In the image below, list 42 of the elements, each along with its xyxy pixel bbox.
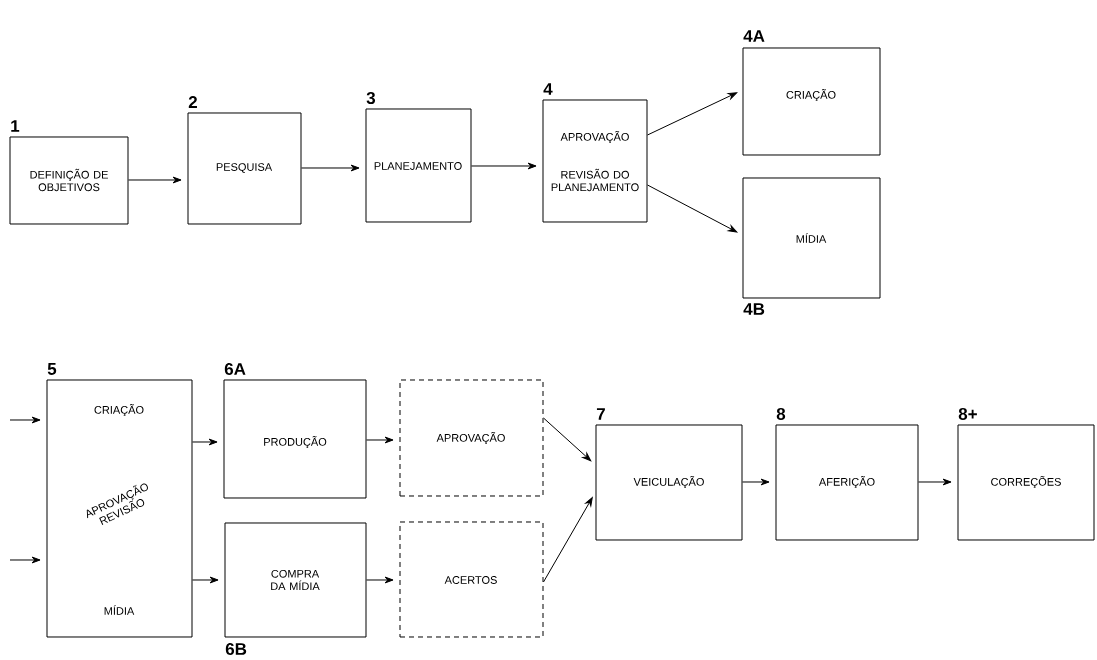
arrow (192, 438, 218, 446)
arrow (471, 162, 537, 170)
arrow (647, 184, 738, 233)
arrow (9, 556, 41, 564)
process-box: PRODUÇÃO (223, 379, 367, 499)
process-box: DEFINIÇÃO DE OBJETIVOS (9, 136, 129, 225)
step-number: 7 (596, 408, 605, 420)
arrow (543, 497, 593, 583)
node-label: CRIAÇÃO (94, 404, 144, 416)
arrow (366, 436, 394, 444)
step-number: 5 (47, 363, 57, 375)
step-number: 1 (11, 120, 20, 132)
arrow (301, 164, 360, 172)
process-box: ACERTOS (399, 521, 544, 638)
process-box: CRIAÇÃO (742, 47, 881, 156)
arrow (918, 478, 952, 486)
step-number: 4 (543, 83, 553, 95)
arrow (128, 176, 182, 184)
step-number: 2 (188, 96, 197, 108)
process-box: COMPRA DA MÍDIA (224, 522, 367, 638)
process-box: APROVAÇÃO (399, 379, 544, 497)
process-box: MÍDIA (742, 177, 881, 299)
arrow (9, 416, 41, 424)
arrow (647, 92, 738, 136)
step-number: 8 (776, 407, 786, 420)
arrow (742, 478, 770, 486)
process-box: PLANEJAMENTO (365, 108, 472, 223)
process-box: APROVAÇÃO REVISÃO DO PLANEJAMENTO (542, 99, 648, 223)
process-box: CORREÇÕES (957, 424, 1095, 541)
step-number: 3 (366, 91, 376, 104)
step-number: 4B (743, 303, 765, 315)
step-number: 6A (224, 362, 246, 375)
step-number: 6B (225, 642, 247, 655)
arrow (543, 417, 592, 462)
step-number: 4A (743, 30, 765, 42)
step-number: 8+ (958, 407, 977, 420)
arrow (192, 576, 219, 584)
process-box: VEICULAÇÃO (595, 424, 743, 541)
process-box: PESQUISA (187, 112, 302, 225)
process-box: AFERIÇÃO (775, 424, 919, 541)
node-label: MÍDIA (104, 605, 135, 615)
arrow (366, 576, 394, 584)
